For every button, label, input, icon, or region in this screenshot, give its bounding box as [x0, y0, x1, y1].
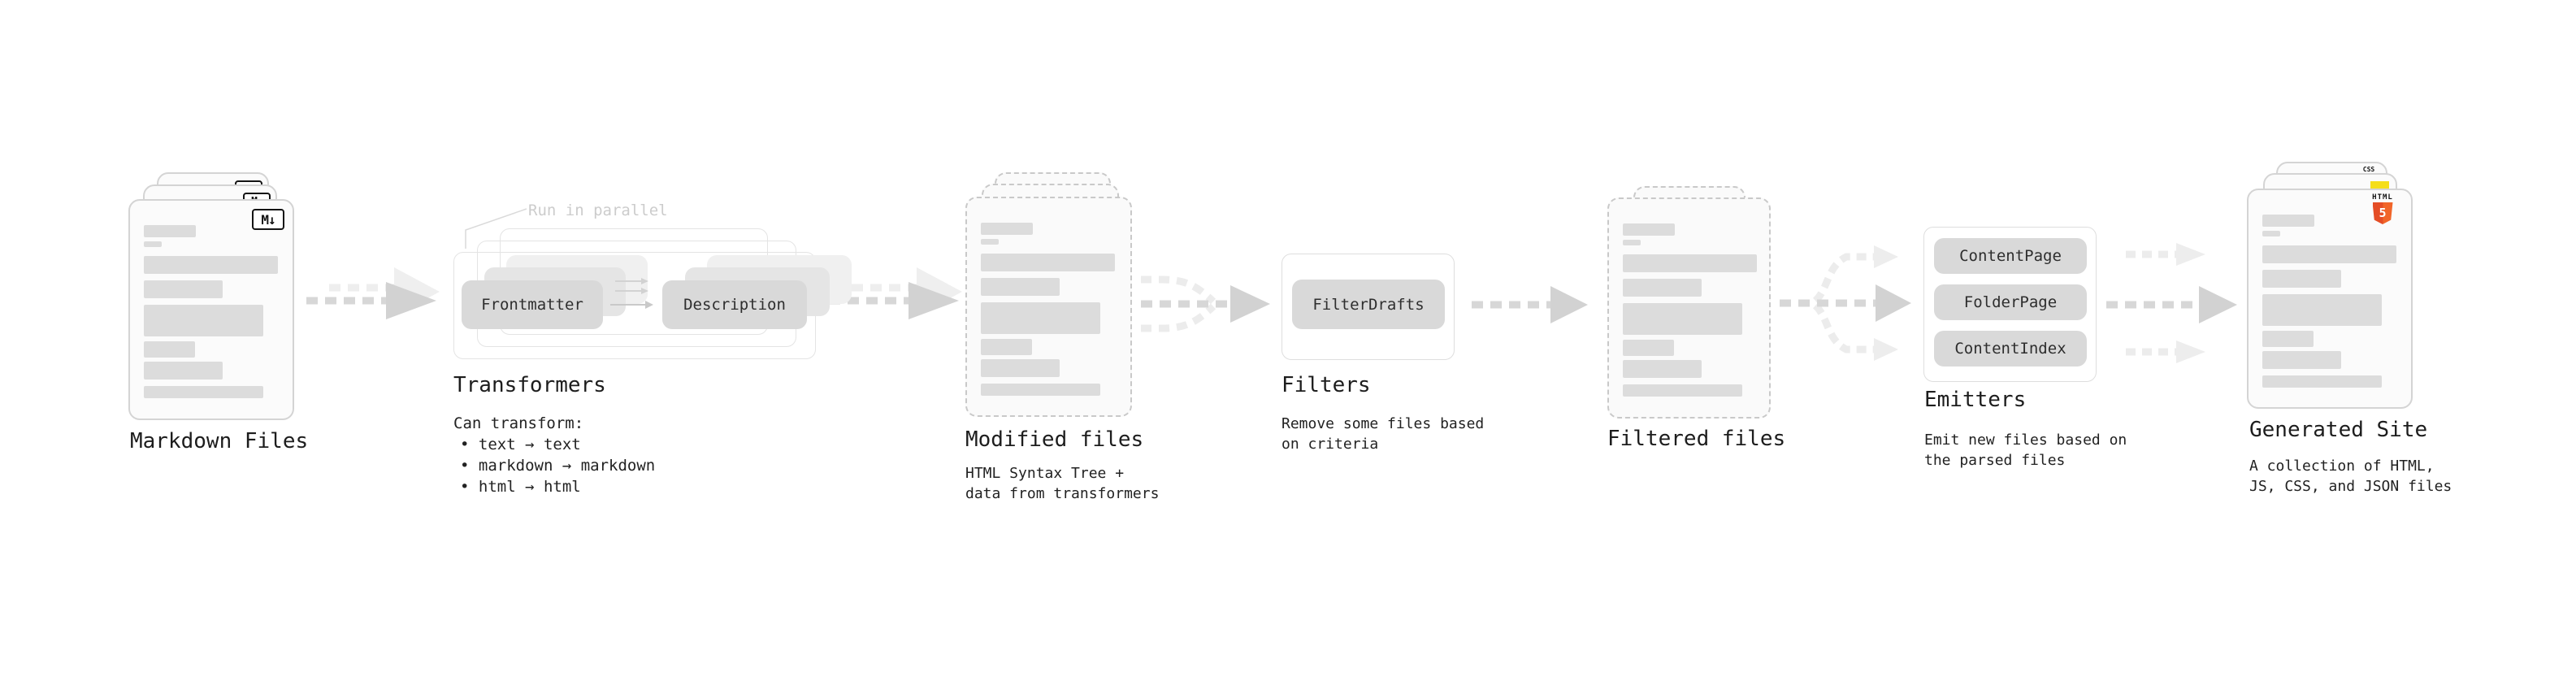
stage-title-filters: Filters: [1281, 373, 1371, 397]
html5-icon: HTML 5: [2364, 194, 2401, 224]
transformers-desc-heading: Can transform:: [453, 414, 584, 432]
contentindex-pill: ContentIndex: [1934, 331, 2087, 367]
emitters-description: Emit new files based on the parsed files: [1924, 430, 2127, 471]
contentpage-pill: ContentPage: [1934, 238, 2087, 274]
bullet-item: • text → text: [460, 436, 581, 453]
bullet-item: • markdown → markdown: [460, 457, 656, 475]
run-in-parallel-annotation: Run in parallel: [528, 202, 668, 219]
annotation-callout-line: [465, 208, 527, 249]
modified-files-description: HTML Syntax Tree + data from transformer…: [965, 463, 1159, 504]
desc-line: on criteria: [1281, 436, 1379, 453]
document-placeholder-lines: [144, 201, 293, 398]
frontmatter-pill: Frontmatter: [462, 280, 603, 329]
markdown-file-card-front: M↓: [128, 199, 294, 420]
stage-title-emitters: Emitters: [1924, 388, 2027, 412]
desc-line: Remove some files based: [1281, 415, 1485, 432]
html5-shield: 5: [2372, 202, 2393, 224]
css-icon-label: CSS: [2362, 166, 2375, 173]
html5-shield-number: 5: [2379, 206, 2387, 220]
markdown-icon: M↓: [252, 209, 284, 230]
desc-line: the parsed files: [1924, 452, 2066, 469]
description-pill: Description: [662, 280, 807, 329]
document-placeholder-lines: [2262, 190, 2411, 388]
document-placeholder-lines: [981, 198, 1130, 396]
stage-title-modified-files: Modified files: [965, 427, 1144, 452]
stage-title-transformers: Transformers: [453, 373, 606, 397]
bullet-item: • html → html: [460, 478, 581, 496]
html5-icon-label: HTML: [2372, 193, 2393, 202]
desc-line: A collection of HTML,: [2249, 458, 2435, 475]
modified-file-card-front: [965, 197, 1132, 417]
folderpage-pill: FolderPage: [1934, 284, 2087, 320]
desc-line: data from transformers: [965, 485, 1160, 502]
document-placeholder-lines: [1623, 199, 1769, 397]
arrow-modified-to-filters-converging: [1141, 275, 1270, 332]
filters-description: Remove some files based on criteria: [1281, 414, 1484, 454]
filterdrafts-pill: FilterDrafts: [1292, 280, 1445, 329]
filtered-file-card-front: [1607, 197, 1771, 419]
arrow-filters-to-filtered: [1472, 286, 1588, 323]
stage-title-generated-site: Generated Site: [2249, 418, 2428, 442]
stage-label-filtered-files: Filtered files: [1607, 427, 1786, 451]
desc-line: JS, CSS, and JSON files: [2249, 478, 2452, 495]
pill-to-pill-arrows: [610, 278, 653, 309]
arrow-filtered-to-emitters-diverging: [1780, 245, 1911, 361]
generated-site-description: A collection of HTML, JS, CSS, and JSON …: [2249, 456, 2452, 497]
stage-label-markdown-files: Markdown Files: [130, 429, 309, 453]
desc-line: HTML Syntax Tree +: [965, 465, 1125, 482]
arrow-transformers-to-modified: [829, 267, 962, 319]
generated-site-card-html: HTML 5: [2247, 189, 2413, 409]
transformers-bullet-list: • text → text • markdown → markdown • ht…: [460, 434, 655, 497]
arrow-markdown-to-transformers: [306, 267, 440, 319]
desc-line: Emit new files based on: [1924, 432, 2127, 449]
arrows-emitters-to-generated: [2106, 243, 2237, 363]
